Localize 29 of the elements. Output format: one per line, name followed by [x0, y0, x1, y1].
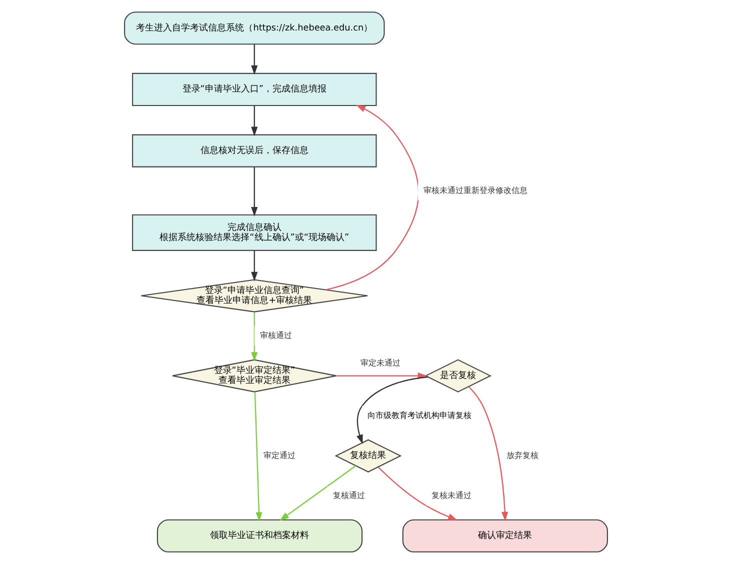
node-diamond: 登录“毕业审定结果” 查看毕业审定结果	[172, 359, 337, 392]
arrow	[326, 104, 420, 290]
edge-label: 复核通过	[333, 490, 366, 500]
node-box: 领取毕业证书和档案材料	[156, 519, 363, 552]
node-box: 登录“申请毕业入口”，完成信息填报	[132, 72, 377, 106]
arrow	[254, 392, 262, 522]
node-box: 考生进入自学考试信息系统（https://zk.hebeea.edu.cn）	[124, 12, 385, 45]
edge-label: 向市级教育考试机构申请复核	[367, 410, 472, 420]
arrow	[251, 44, 258, 75]
node-box: 完成信息确认 根据系统核验结果选择“线上确认”或“现场确认”	[132, 214, 377, 251]
node-box: 确认审定结果	[402, 519, 608, 552]
arrow	[378, 466, 458, 520]
arrow	[251, 167, 258, 216]
arrow	[251, 250, 258, 282]
edge-label: 审定通过	[264, 450, 296, 460]
node-diamond: 是否复核	[424, 359, 492, 392]
arrow	[251, 106, 258, 136]
edge-label: 审定未通过	[360, 358, 400, 368]
edge-label: 放弃复核	[506, 450, 539, 460]
edge-label: 复核未通过	[431, 490, 472, 500]
node-diamond: 复核结果	[334, 439, 402, 472]
node-diamond: 登录“申请毕业信息查询” 查看毕业申请信息+审核结果	[140, 279, 368, 312]
node-box: 信息核对无误后，保存信息	[132, 134, 377, 168]
arrow	[280, 465, 356, 521]
edge-label: 审核未通过重新登录修改信息	[423, 186, 528, 195]
arrow	[468, 386, 508, 522]
arrow	[251, 312, 258, 362]
arrow	[356, 376, 428, 444]
edge-label: 审核通过	[260, 330, 292, 340]
